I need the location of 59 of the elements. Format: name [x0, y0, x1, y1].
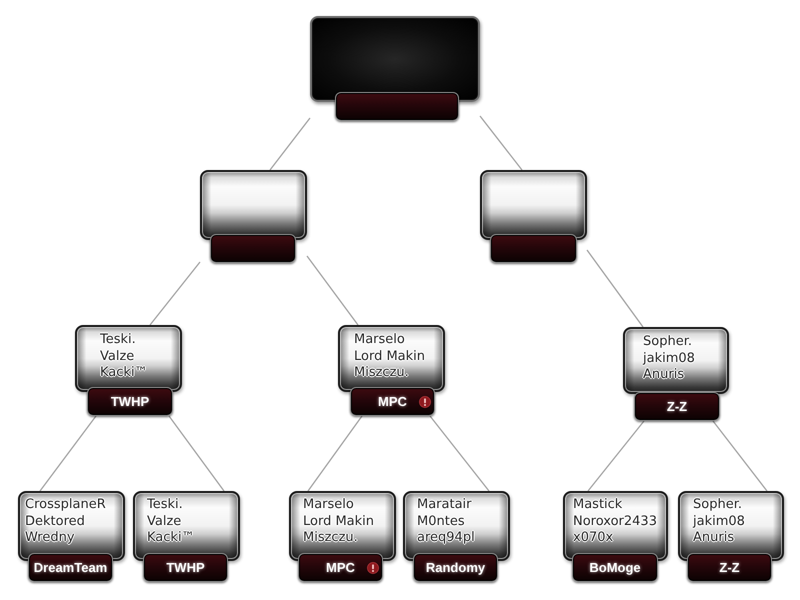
player-name: Wredny	[25, 530, 75, 546]
player-name: Kacki™	[100, 365, 148, 382]
bracket-card	[18, 491, 125, 582]
player-name: x070x	[573, 530, 614, 546]
player-name: Sopher.	[693, 497, 742, 514]
player-name: jakim08	[693, 514, 745, 530]
team-name: MPC	[326, 560, 355, 575]
player-name: Teski.	[147, 497, 183, 514]
bracket-card	[338, 325, 445, 416]
bracket-line	[269, 118, 311, 170]
bracket-card	[75, 325, 182, 416]
bracket-line	[39, 416, 97, 492]
player-name: Maratair	[417, 497, 472, 514]
player-name: Marselo	[354, 332, 405, 348]
bracket-card	[623, 327, 729, 421]
player-name: jakim08	[643, 350, 695, 367]
bracket-card	[133, 491, 240, 582]
bracket-line	[712, 420, 768, 492]
bracket-line	[307, 416, 363, 492]
bracket-card	[200, 170, 307, 263]
player-name: Anuris	[643, 367, 684, 384]
bracket-line	[479, 116, 523, 170]
team-name: Randomy	[426, 560, 486, 575]
player-name: Marselo	[303, 497, 354, 514]
player-name: Miszczu.	[303, 530, 358, 546]
bracket-line	[306, 256, 359, 326]
player-name: Lord Makin	[354, 348, 426, 365]
player-name: Sopher.	[643, 334, 692, 350]
player-name: CrossplaneR	[25, 497, 106, 514]
bracket-line	[150, 262, 200, 326]
player-name: Noroxor2433	[573, 514, 657, 530]
player-name: Teski.	[100, 332, 136, 348]
team-name: MPC	[378, 394, 407, 409]
player-name: Dektored	[25, 514, 85, 530]
bracket-line	[168, 416, 225, 492]
team-name: DreamTeam	[34, 560, 108, 575]
player-name: Anuris	[693, 530, 734, 546]
bracket-line	[429, 416, 490, 492]
bracket-card	[403, 491, 510, 582]
team-name: TWHP	[166, 560, 205, 575]
bracket-line	[588, 420, 644, 492]
player-name: Valze	[147, 514, 182, 530]
team-name: TWHP	[110, 394, 150, 409]
team-name: Z-Z	[666, 399, 688, 414]
bracket-card	[678, 491, 784, 582]
bracket-line	[586, 250, 644, 328]
bracket-card	[289, 491, 396, 582]
player-name: M0ntes	[417, 514, 465, 530]
final-card	[310, 16, 480, 121]
player-name: areq94pl	[417, 530, 475, 546]
bracket-card	[480, 170, 587, 263]
team-name: Z-Z	[719, 560, 740, 575]
bracket-card	[563, 491, 668, 582]
player-name: Mastick	[573, 497, 622, 514]
player-name: Kacki™	[147, 530, 195, 546]
player-name: Valze	[100, 348, 134, 365]
player-name: Lord Makin	[303, 514, 374, 530]
player-name: Miszczu.	[354, 365, 409, 382]
team-name: BoMoge	[589, 560, 641, 575]
